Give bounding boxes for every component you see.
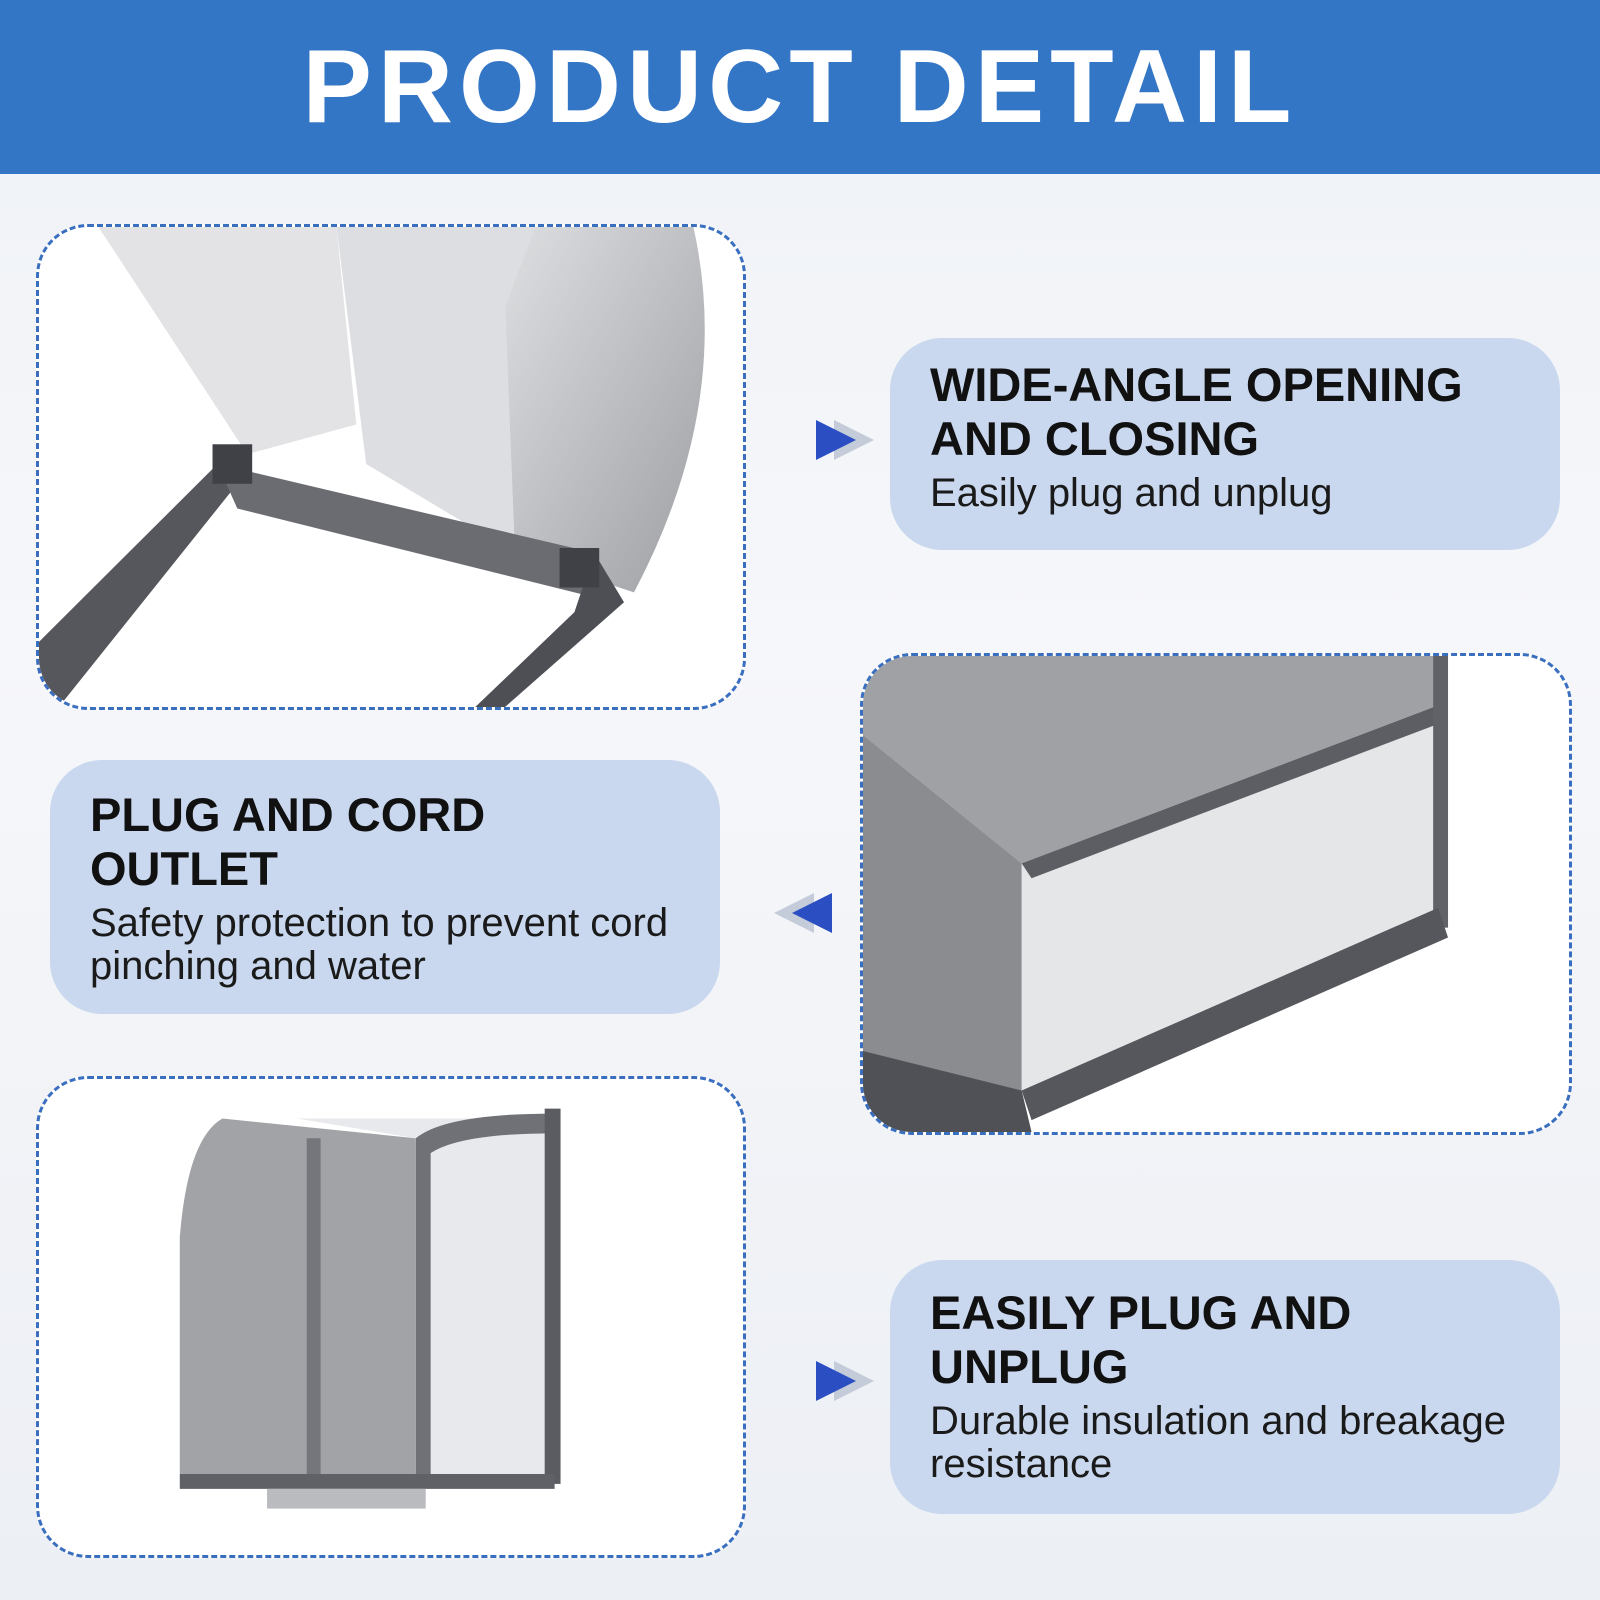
feature-title: EASILY PLUG AND UNPLUG bbox=[930, 1286, 1352, 1393]
product-photo-side-view bbox=[860, 653, 1572, 1135]
feature-title: WIDE-ANGLE OPENING AND CLOSING bbox=[930, 358, 1463, 465]
feature-description: Safety protection to prevent cord pinchi… bbox=[90, 901, 669, 988]
feature-description: Durable insulation and breakage resistan… bbox=[930, 1399, 1506, 1486]
header-banner: PRODUCT DETAIL bbox=[0, 0, 1600, 174]
page-title: PRODUCT DETAIL bbox=[302, 28, 1298, 145]
feature-card-cord-outlet: PLUG AND CORD OUTLET Safety protection t… bbox=[50, 760, 720, 1014]
feature-card-wide-angle: WIDE-ANGLE OPENING AND CLOSING Easily pl… bbox=[890, 338, 1560, 550]
feature-card-plug-unplug: EASILY PLUG AND UNPLUG Durable insulatio… bbox=[890, 1260, 1560, 1514]
arrow-right-icon bbox=[816, 1361, 874, 1401]
arrow-left-icon bbox=[774, 893, 832, 933]
product-photo-open-lid bbox=[36, 224, 746, 710]
arrow-right-icon bbox=[816, 420, 874, 460]
feature-description: Easily plug and unplug bbox=[930, 471, 1333, 515]
feature-title: PLUG AND CORD OUTLET bbox=[90, 788, 486, 895]
product-photo-closed-cover bbox=[36, 1076, 746, 1558]
